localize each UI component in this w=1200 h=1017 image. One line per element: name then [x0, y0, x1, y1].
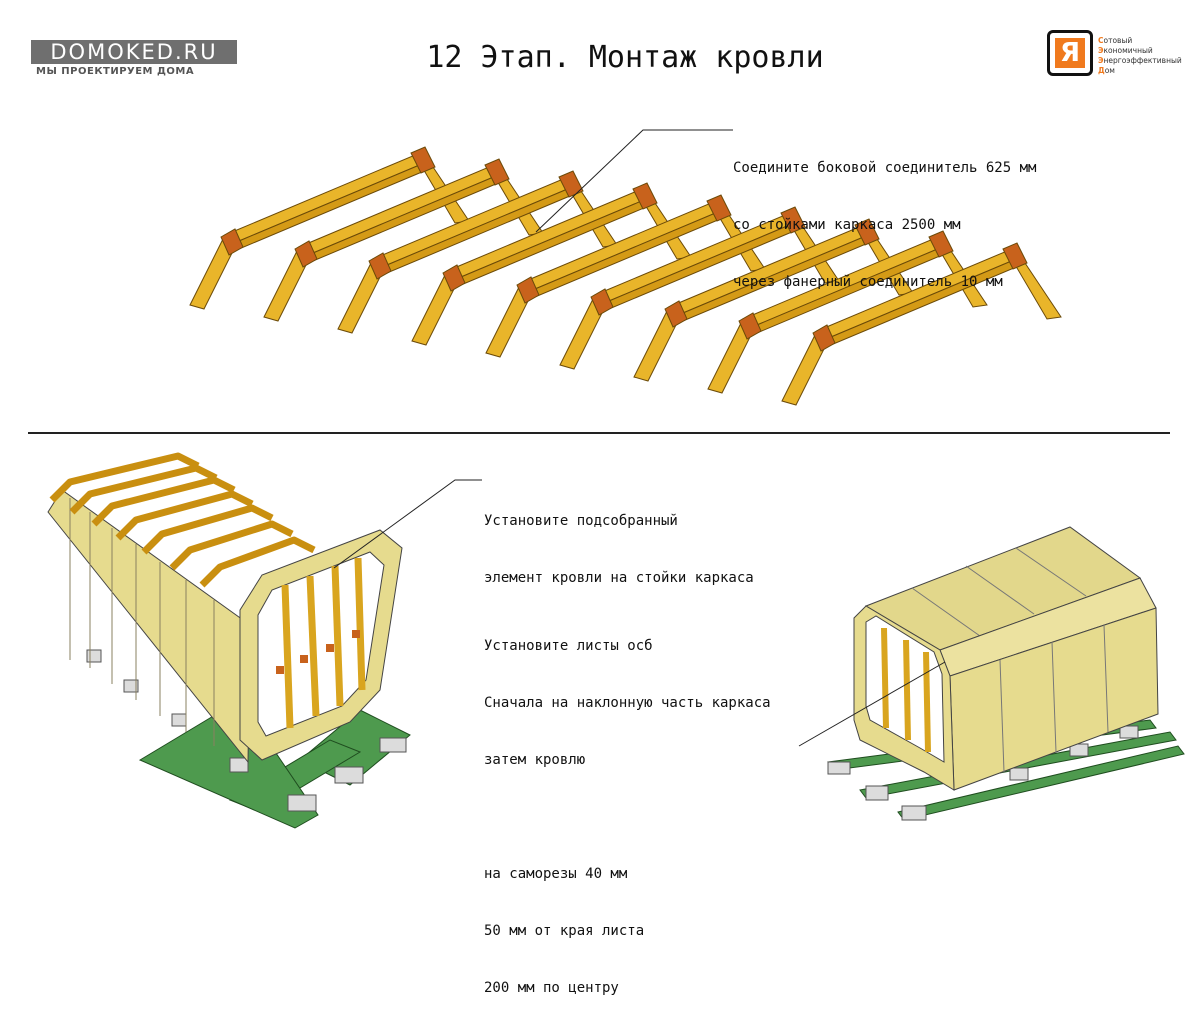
note-line: затем кровлю [484, 752, 586, 768]
arch-joint [738, 312, 762, 340]
install-note: Установите подсобранный элемент кровли н… [484, 474, 754, 607]
arch-joint [294, 240, 318, 268]
note-line: Соедините боковой соединитель 625 мм [733, 160, 1037, 176]
frame-with-roof-illustration [47, 452, 411, 829]
brand-line: Экономичный [1098, 46, 1153, 55]
arch-joint [1002, 242, 1028, 270]
note-line: элемент кровли на стойки каркаса [484, 570, 754, 586]
arch-joint [590, 288, 614, 316]
brand-badge-icon: Я [1047, 30, 1093, 76]
arch-joint [780, 206, 806, 234]
note-line: 50 мм от края листа [484, 923, 645, 939]
note-line: Установите подсобранный [484, 513, 678, 529]
page-title: 12 Этап. Монтаж кровли [426, 40, 824, 75]
arch-joint [812, 324, 836, 352]
note-line [484, 808, 771, 827]
note-line: на саморезы 40 мм [484, 866, 628, 882]
arch-joint [664, 300, 688, 328]
sheathed-module-illustration [827, 526, 1185, 821]
arch-joint [928, 230, 954, 258]
arch-joint [706, 194, 732, 222]
note-line: 200 мм по центру [484, 980, 619, 996]
assembly-drawing [28, 129, 1185, 829]
arch-joint [484, 158, 510, 186]
arch-joint [368, 252, 392, 280]
brand-line: Энергоэффективный [1098, 56, 1182, 65]
osb-note: Установите листы осб Сначала на наклонну… [484, 599, 771, 1017]
arch-joint [442, 264, 466, 292]
logo-tagline: МЫ ПРОЕКТИРУЕМ ДОМА [36, 66, 195, 77]
arch-joint [410, 146, 436, 174]
brand-line: Дом [1098, 66, 1115, 75]
arch-joint [558, 170, 584, 198]
arch-joint [516, 276, 540, 304]
site-logo: DOMOKED.RU [31, 40, 237, 64]
note-line: Сначала на наклонную часть каркаса [484, 695, 771, 711]
brand-lines: Сотовый Экономичный Энергоэффективный До… [1098, 36, 1182, 76]
arch-joint [632, 182, 658, 210]
note-line: со стойками каркаса 2500 мм [733, 217, 961, 233]
brand-letter: Я [1055, 38, 1085, 68]
leader-lines [333, 129, 946, 747]
arch-beam [223, 154, 431, 242]
connector-note: Соедините боковой соединитель 625 мм со … [733, 121, 1036, 311]
arch-joint [854, 218, 880, 246]
note-line: Установите листы осб [484, 638, 653, 654]
roof-arches-illustration [189, 146, 1062, 406]
note-line: через фанерный соединитель 10 мм [733, 274, 1003, 290]
brand-line: Сотовый [1098, 36, 1133, 45]
arch-joint [220, 228, 244, 256]
